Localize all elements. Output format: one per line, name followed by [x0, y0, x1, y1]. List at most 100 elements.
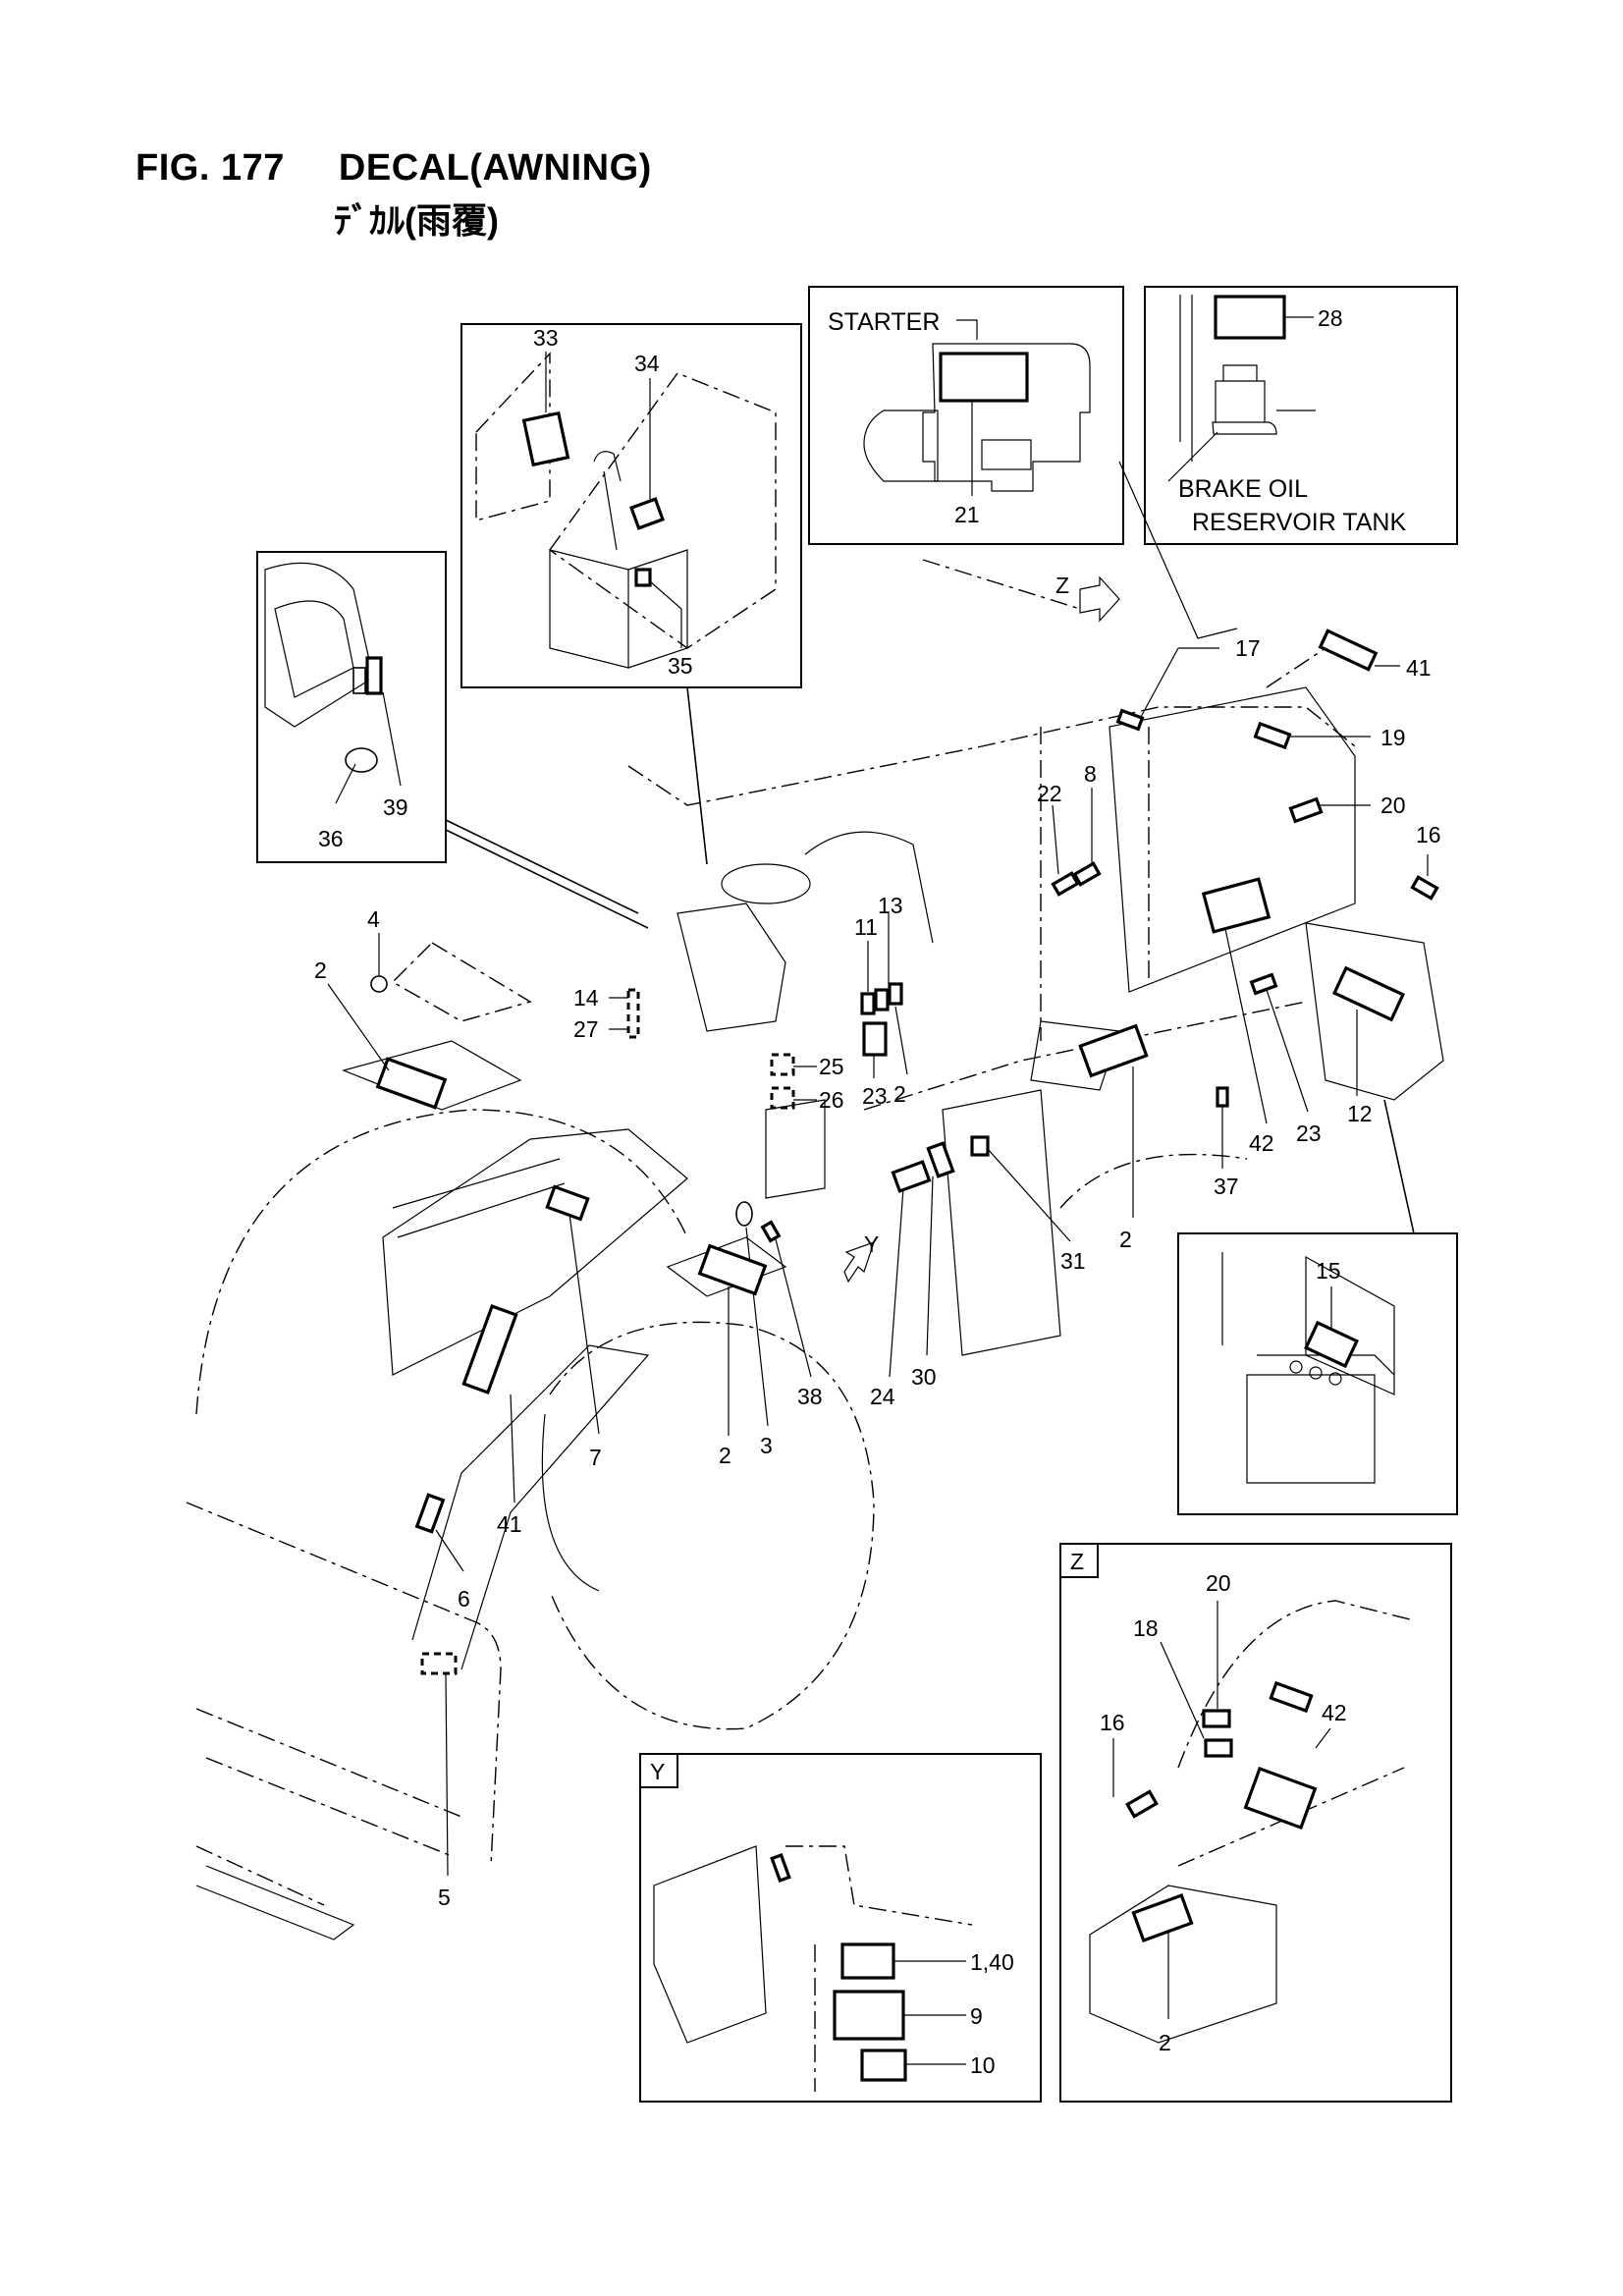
z-decal-20 — [1202, 1709, 1231, 1728]
callout-17: 17 — [1235, 635, 1261, 661]
z-decal-42b — [1243, 1766, 1318, 1831]
z-sight-line-2 — [1266, 647, 1326, 688]
decal-19 — [1253, 721, 1292, 750]
figure-subtitle: ﾃﾞｶﾙ(雨覆) — [334, 200, 499, 241]
decal-2-right — [1331, 965, 1406, 1022]
callout-37: 37 — [1214, 1174, 1239, 1199]
decal-30 — [926, 1141, 955, 1178]
brake-caption-1: BRAKE OIL — [1178, 475, 1308, 503]
leader-39 — [382, 691, 402, 787]
callout-12: 2 — [893, 1081, 906, 1107]
decal-32 — [862, 1021, 888, 1057]
battery-cell — [1309, 1366, 1323, 1380]
arrow-z-label: Z — [1055, 573, 1069, 598]
lever-inset-frame — [460, 323, 802, 688]
steering-wheel — [721, 863, 811, 904]
cab-roof — [627, 706, 1356, 806]
decal-34 — [628, 497, 666, 530]
rear-tire — [549, 1321, 875, 1730]
callout-23: 23 — [1296, 1121, 1322, 1146]
brake-bracket — [1179, 295, 1193, 462]
decal-11 — [860, 992, 876, 1015]
view-z: Z 16 20 18 42 2 — [1059, 1543, 1452, 2103]
callout-14: 14 — [573, 985, 599, 1011]
figure-number: FIG. 177 — [135, 147, 285, 189]
callout-39: 39 — [383, 794, 408, 820]
leader-24 — [889, 1187, 904, 1378]
decal-39 — [365, 656, 383, 695]
ladder — [942, 1089, 1061, 1356]
leader-6 — [435, 1529, 464, 1572]
decal-33 — [521, 410, 570, 467]
callout-32: 23 — [862, 1083, 888, 1109]
leader-12 — [894, 1006, 908, 1075]
view-z-tag: Z — [1070, 1549, 1084, 1574]
z-leader-42 — [1315, 1727, 1331, 1749]
y-decal-9 — [833, 1990, 905, 2041]
view-z-frame — [1059, 1543, 1452, 2103]
front-frame-left — [391, 942, 532, 1022]
view-z-body — [1177, 1600, 1415, 1867]
decal-2-front — [375, 1057, 448, 1110]
figure-name: DECAL(AWNING) — [338, 147, 652, 189]
leader-42 — [1224, 928, 1268, 1124]
main-view: Z Y 17 41 19 20 16 22 8 42 23 — [186, 461, 1444, 1941]
callout-8: 8 — [1084, 761, 1097, 787]
decal-4-ring — [370, 975, 388, 993]
callout-28: 28 — [1318, 305, 1343, 331]
decal-5 — [420, 1652, 458, 1675]
battery-link — [1383, 1099, 1415, 1234]
decal-13b — [888, 982, 903, 1006]
rear-counterweight — [1305, 922, 1444, 1101]
arrow-y-label: Y — [864, 1231, 879, 1257]
arrow-y-icon — [843, 1241, 875, 1284]
callout-2-step: 2 — [1119, 1227, 1132, 1252]
view-y-frame — [639, 1753, 1042, 2103]
decal-6 — [414, 1493, 446, 1534]
decal-26 — [770, 1086, 795, 1110]
leader-30 — [926, 1175, 934, 1356]
view-y-tag: Y — [650, 1759, 665, 1784]
view-z-fender — [1089, 1885, 1277, 2044]
battery — [1246, 1354, 1395, 1484]
decal-2-mid — [697, 1243, 768, 1296]
decal-41-top — [1318, 629, 1379, 672]
battery-cell — [1289, 1360, 1303, 1374]
brake-caption-2: RESERVOIR TANK — [1192, 509, 1406, 536]
callout-19: 19 — [1380, 725, 1406, 750]
z-decal-42a — [1269, 1680, 1314, 1714]
z-callout-16: 16 — [1100, 1710, 1125, 1735]
right-rear-tire — [1059, 1153, 1248, 1209]
starter-pinion — [981, 439, 1032, 470]
callout-41-top: 41 — [1406, 655, 1432, 681]
lift-arm — [382, 1128, 688, 1376]
lever-link-line — [686, 686, 708, 865]
battery-inset-frame — [1177, 1232, 1458, 1515]
decal-42 — [1201, 877, 1271, 934]
z-decal-2 — [1131, 1892, 1194, 1943]
callout-20: 20 — [1380, 793, 1406, 818]
callout-13: 13 — [878, 893, 903, 918]
decal-2-step — [1078, 1023, 1149, 1078]
leader-36 — [335, 763, 356, 804]
callout-30: 30 — [911, 1364, 937, 1390]
callout-35: 35 — [668, 653, 693, 679]
decal-20 — [1288, 796, 1324, 824]
steering-wheel-area — [676, 902, 786, 1032]
rear-tire-side — [541, 1413, 600, 1592]
dash-switch — [352, 667, 366, 694]
z-decal-18 — [1204, 1738, 1233, 1758]
view-y-edge — [785, 1845, 973, 1926]
reservoir-tank — [1212, 364, 1277, 435]
lever-console — [549, 372, 777, 649]
decal-21 — [939, 352, 1029, 403]
brake-leader — [1167, 431, 1218, 482]
decal-38 — [760, 1220, 782, 1243]
leader-31 — [987, 1148, 1071, 1242]
decal-25 — [770, 1053, 795, 1076]
battery-cover — [1221, 1252, 1395, 1395]
y-callout-9: 9 — [970, 2003, 983, 2029]
callout-38: 38 — [797, 1384, 823, 1409]
figure-title: FIG. 177 DECAL(AWNING) — [135, 147, 652, 190]
leader-35 — [649, 580, 682, 648]
